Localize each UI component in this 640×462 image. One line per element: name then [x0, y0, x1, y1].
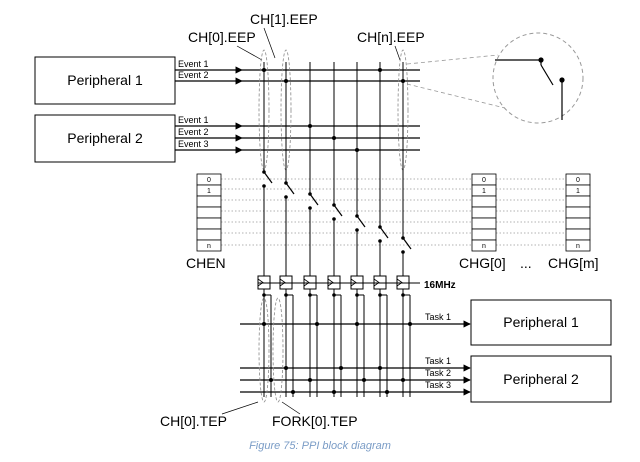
p1-event2-label: Event 2: [178, 70, 209, 80]
reg-chg0-cell-label-6: n: [482, 243, 486, 250]
peripheral1-top-label: Peripheral 1: [67, 72, 143, 88]
fork-branch-dot-4: [355, 293, 359, 297]
ch0-eep-pointer: [236, 45, 263, 61]
channel-switch-0: [263, 171, 273, 184]
reg-chen-cell-label-0: 0: [207, 177, 211, 184]
fork-branch-dot-3: [332, 293, 336, 297]
chgm-register: 0 1 n: [565, 173, 591, 252]
channel-switch-3: [333, 204, 343, 217]
p2-event3-label: Event 3: [178, 139, 209, 149]
reg-chgm-cell-2: [565, 195, 591, 208]
switch-bottom-dot-6: [401, 250, 405, 254]
event-junction-5: [378, 68, 382, 72]
reg-chgm-cell-label-1: 1: [576, 188, 580, 195]
reg-chgm-cell-3: [565, 206, 591, 219]
switch-bottom-dot-3: [332, 217, 336, 221]
p1-event1-label: Event 1: [178, 59, 209, 69]
reg-chg0-cell-6: [471, 239, 497, 252]
fork-branch-dot-6: [401, 293, 405, 297]
reg-chg0-cell-label-0: 0: [482, 177, 486, 184]
ch0-tep-pointer: [221, 401, 259, 415]
ch0-tep-select-oval: [258, 297, 270, 403]
peripheral2-top-box: [34, 114, 176, 163]
event-junction-3: [332, 136, 336, 140]
reg-chen-cell-2: [196, 195, 222, 208]
magnifier-switch-detail: [495, 57, 565, 120]
chg0-label: CHG[0]: [459, 255, 506, 271]
channel-matrix: [221, 62, 568, 403]
reg-chen-cell-label-1: 1: [207, 188, 211, 195]
event-lines: [175, 66, 420, 154]
fork-branch-dot-2: [308, 293, 312, 297]
channel-switch-2: [309, 193, 319, 206]
ch1-eep-label: CH[1].EEP: [250, 11, 318, 27]
clock-label: 16MHz: [424, 280, 456, 291]
switch-bottom-dot-1: [284, 195, 288, 199]
chgm-label: CHG[m]: [548, 255, 599, 271]
reg-chg0-cell-3: [471, 206, 497, 219]
fork-branch-dot-0: [262, 293, 266, 297]
reg-chgm-cell-label-0: 0: [576, 177, 580, 184]
reg-chg0-cell-5: [471, 228, 497, 241]
p2-task1-label: Task 1: [425, 356, 451, 366]
channel-switch-4: [356, 215, 366, 228]
reg-chgm-cell-6: [565, 239, 591, 252]
fork-branch-dot-1: [284, 293, 288, 297]
switch-bottom-dot-5: [378, 239, 382, 243]
reg-chg0-cell-4: [471, 217, 497, 230]
reg-chen-cell-6: [196, 239, 222, 252]
magnifier-circle: [492, 32, 584, 124]
chg0-register: 0 1 n: [471, 173, 497, 252]
ch1-eep-pointer: [263, 27, 276, 59]
p2-event1-label: Event 1: [178, 115, 209, 125]
reg-chen-cell-3: [196, 206, 222, 219]
peripheral2-bottom-label: Peripheral 2: [503, 371, 579, 387]
chn-eep-pointer: [394, 45, 401, 61]
reg-chen-cell-label-6: n: [207, 243, 211, 250]
channel-switch-5: [379, 226, 389, 239]
chg-ellipsis: ...: [520, 255, 532, 271]
reg-chen-cell-4: [196, 217, 222, 230]
ch0-eep-label: CH[0].EEP: [188, 29, 256, 45]
magnifier-guide-lower: [406, 83, 506, 109]
peripheral1-bottom-label: Peripheral 1: [503, 314, 579, 330]
magnifier-guide-upper: [406, 54, 499, 65]
chen-label: CHEN: [186, 255, 226, 271]
reg-chgm-cell-5: [565, 228, 591, 241]
channel-switch-6: [402, 237, 412, 250]
fork0-tep-label: FORK[0].TEP: [272, 413, 358, 429]
chn-eep-label: CH[n].EEP: [357, 29, 425, 45]
fork0-tep-select-oval: [272, 297, 284, 403]
ch0-tep-label: CH[0].TEP: [160, 413, 227, 429]
reg-chg0-cell-label-1: 1: [482, 188, 486, 195]
chen-register: 0 1 n: [196, 173, 222, 252]
p1-task1-label: Task 1: [425, 312, 451, 322]
event-junction-0: [262, 68, 266, 72]
reg-chg0-cell-2: [471, 195, 497, 208]
p2-task2-label: Task 2: [425, 368, 451, 378]
switch-bottom-dot-2: [308, 206, 312, 210]
event-junction-6: [401, 79, 405, 83]
p2-event2-label: Event 2: [178, 127, 209, 137]
peripheral2-top-label: Peripheral 2: [67, 130, 143, 146]
switch-bottom-dot-0: [262, 184, 266, 188]
p2-task3-label: Task 3: [425, 380, 451, 390]
reg-chgm-cell-4: [565, 217, 591, 230]
figure-caption: Figure 75: PPI block diagram: [249, 440, 391, 452]
peripheral2-bottom-box: [470, 355, 612, 403]
fork0-tep-pointer: [281, 401, 301, 415]
fork-branch-dot-5: [378, 293, 382, 297]
event-junction-4: [355, 148, 359, 152]
switch-bottom-dot-4: [355, 228, 359, 232]
peripheral1-bottom-box: [470, 299, 612, 346]
event-junction-1: [284, 79, 288, 83]
reg-chgm-cell-label-6: n: [576, 243, 580, 250]
reg-chen-cell-5: [196, 228, 222, 241]
event-junction-2: [308, 124, 312, 128]
channel-switch-1: [285, 182, 295, 195]
